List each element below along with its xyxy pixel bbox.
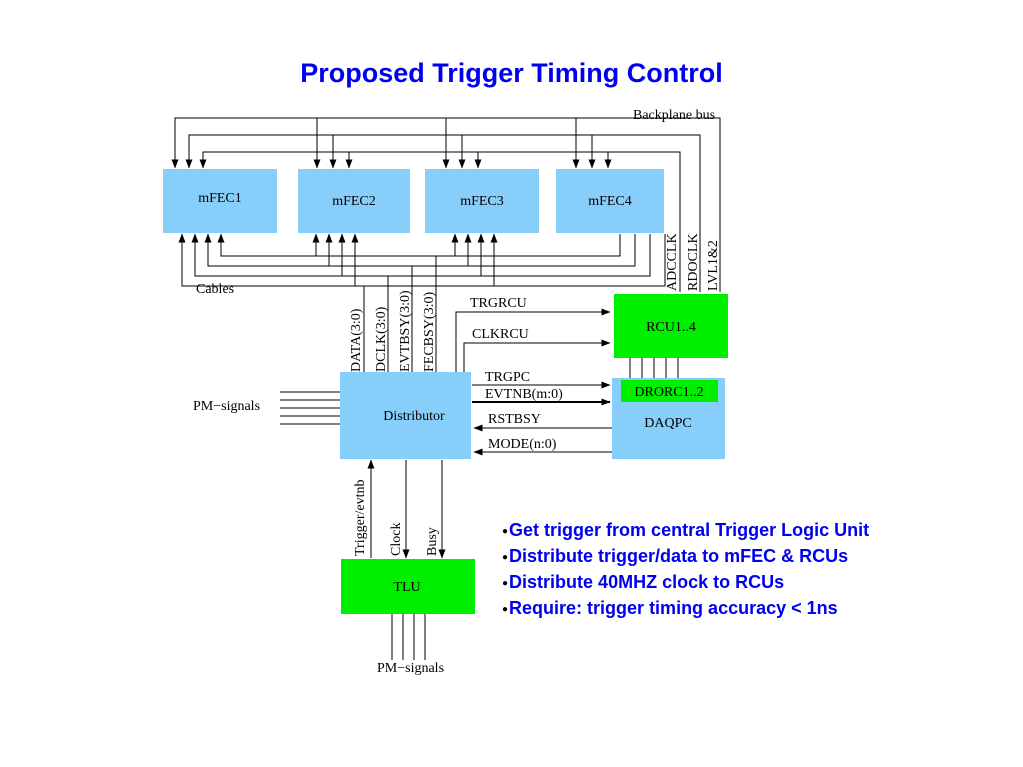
bullet-dot-icon: ● xyxy=(502,552,509,563)
distributor-label: Distributor xyxy=(383,409,445,424)
trgpc-label: TRGPC xyxy=(485,370,530,385)
daqpc-label: DAQPC xyxy=(644,416,691,431)
backplane-bus-label: Backplane bus xyxy=(633,108,715,123)
bullet-item: ●Distribute trigger/data to mFEC & RCUs xyxy=(502,546,849,566)
bullet-list: ●Get trigger from central Trigger Logic … xyxy=(502,517,869,621)
mfec3-label: mFEC3 xyxy=(460,194,504,209)
clock-label: Clock xyxy=(389,523,404,556)
busy-label: Busy xyxy=(425,527,440,556)
distributor-box: Distributor xyxy=(340,372,471,459)
tlu-box: TLU xyxy=(341,559,475,614)
cable-lines xyxy=(178,233,666,287)
dororc-label: DRORC1..2 xyxy=(634,385,703,400)
rcu-label: RCU1..4 xyxy=(646,320,696,335)
mfec1-label: mFEC1 xyxy=(198,191,242,206)
evtnb-label: EVTNB(m:0) xyxy=(485,387,563,402)
tlu-label: TLU xyxy=(393,580,420,595)
bullet-dot-icon: ● xyxy=(502,578,509,589)
bullet-item: ●Distribute 40MHZ clock to RCUs xyxy=(502,572,785,592)
pm-signal-lines-bottom xyxy=(391,614,426,660)
clkrcu-label: CLKRCU xyxy=(472,327,529,342)
tlu-link-lines xyxy=(367,459,446,559)
pm-signals-bottom-label: PM−signals xyxy=(377,661,444,676)
mfec2-label: mFEC2 xyxy=(332,194,376,209)
trigger-evtnb-label: Trigger/evtnb xyxy=(353,480,368,556)
daqpc-box: DRORC1..2 DAQPC xyxy=(612,378,725,459)
adcclk-label: ADCCLK xyxy=(665,233,680,291)
mfec4-label: mFEC4 xyxy=(588,194,632,209)
trgrcu-label: TRGRCU xyxy=(470,296,527,311)
mfec2-box: mFEC2 xyxy=(298,169,410,233)
bullet-dot-icon: ● xyxy=(502,526,509,537)
rcu-box: RCU1..4 xyxy=(614,294,728,358)
bus-label-fecbsy: FECBSY(3:0) xyxy=(422,292,437,372)
bus-label-evtbsy: EVTBSY(3:0) xyxy=(398,290,413,372)
distributor-bus-lines xyxy=(363,256,437,372)
mfec3-box: mFEC3 xyxy=(425,169,539,233)
distributor-rcu-links xyxy=(455,308,679,456)
cables-label: Cables xyxy=(196,282,234,297)
lvl-label: LVL1&2 xyxy=(706,240,721,291)
bullet-item: ●Require: trigger timing accuracy < 1ns xyxy=(502,598,838,618)
backplane-bus-lines xyxy=(171,117,721,292)
mode-label: MODE(n:0) xyxy=(488,437,557,452)
mfec1-box: mFEC1 xyxy=(163,169,277,233)
page-title: Proposed Trigger Timing Control xyxy=(300,58,723,88)
bus-label-dclk: DCLK(3:0) xyxy=(374,306,389,372)
mfec4-box: mFEC4 xyxy=(556,169,664,233)
bullet-dot-icon: ● xyxy=(502,604,509,615)
bullet-item: ●Get trigger from central Trigger Logic … xyxy=(502,520,870,540)
rdoclk-label: RDOCLK xyxy=(686,233,701,291)
pm-signals-left-label: PM−signals xyxy=(193,399,260,414)
rstbsy-label: RSTBSY xyxy=(488,412,541,427)
pm-signal-lines-left xyxy=(280,391,340,425)
bus-label-data: DATA(3:0) xyxy=(349,308,364,372)
